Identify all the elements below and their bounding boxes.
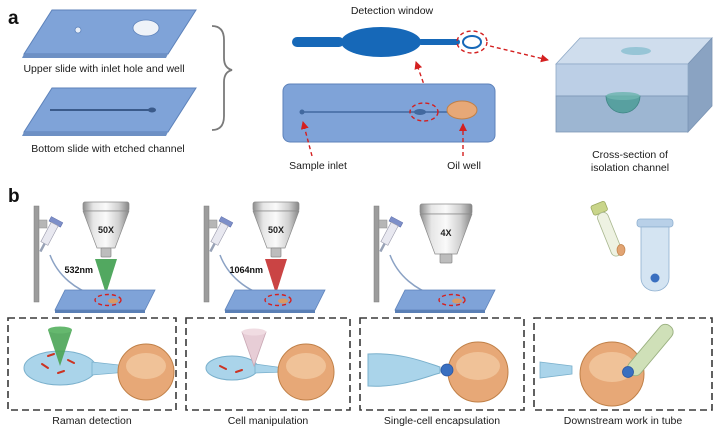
panel-a: a Upper slide with inlet hole and well B…: [8, 5, 713, 174]
zoom-box-border: [359, 317, 525, 411]
well-spot: [452, 298, 462, 304]
laser-beam-red: [265, 259, 287, 294]
upper-slide: [22, 9, 197, 58]
upper-slide-edge: [22, 54, 168, 58]
oil-well-rim: [456, 352, 500, 380]
zoom-box-encapsulation: [359, 317, 525, 411]
channel-taper: [367, 353, 441, 387]
arrow-to-cross-section: [489, 45, 549, 63]
block-lower-slab: [555, 95, 689, 133]
oil-well-on-chip: [446, 100, 478, 120]
detection-window-zoom: Detection window: [292, 5, 549, 97]
collected-droplet: [622, 366, 634, 378]
zoom-box-border: [7, 317, 177, 411]
panel-a-label: a: [8, 8, 19, 29]
oil-well-rim: [286, 353, 326, 379]
panel-b-label: b: [8, 186, 20, 207]
isolation-channel-rim: [606, 92, 640, 100]
objective-label: 50X: [98, 225, 114, 235]
objective-label: 4X: [440, 228, 451, 238]
channel-end-ring: [462, 35, 482, 49]
laser-wavelength-label: 1064nm: [229, 265, 263, 275]
microtube-icon: [590, 201, 623, 257]
chip-zoom-ellipse: [94, 293, 122, 307]
sample-inlet-arrow: [300, 121, 313, 157]
assembled-chip: [282, 83, 496, 157]
oil-well-rim: [126, 353, 166, 379]
caption-manipulation: Cell manipulation: [228, 415, 309, 427]
encapsulated-droplet: [440, 363, 454, 377]
chip-zoom-circle: [409, 102, 439, 122]
cross-section-caption-2: isolation channel: [591, 162, 669, 174]
bottom-slide-caption: Bottom slide with etched channel: [31, 143, 185, 155]
cross-section-block: [555, 36, 713, 134]
channel-bulge: [205, 355, 259, 381]
upper-slide-body: [23, 9, 197, 55]
chip-zoom-ellipse: [264, 293, 292, 307]
droplet-orange: [616, 244, 626, 256]
channel-stub: [539, 361, 573, 379]
cell-icon: [67, 359, 75, 364]
well-hole-icon: [132, 19, 160, 37]
bottom-slide: [22, 87, 197, 136]
inlet-hole-icon: [74, 26, 82, 34]
laser-wavelength-label: 532nm: [64, 265, 93, 275]
zoom-box-manipulation: [185, 317, 351, 411]
bottom-slide-edge: [22, 132, 168, 136]
channel-groove-top: [621, 47, 651, 55]
raman-laser-cone-top: [48, 326, 72, 334]
cell-icon: [47, 353, 55, 357]
round-tube-icon: [636, 218, 674, 292]
sample-inlet-dot: [299, 109, 305, 115]
upper-slide-caption: Upper slide with inlet hole and well: [23, 63, 184, 75]
arrow-zoom-up: [414, 61, 429, 97]
station-tubes: [590, 201, 674, 292]
isolation-channel-cut: [605, 95, 641, 114]
caption-raman: Raman detection: [52, 415, 132, 427]
zoom-box-raman: [7, 317, 177, 411]
block-upper-slab: [555, 63, 689, 97]
sample-inlet-label: Sample inlet: [289, 160, 347, 172]
caption-downstream: Downstream work in tube: [564, 415, 683, 427]
well-spot: [108, 298, 118, 304]
channel-bar-left: [292, 37, 344, 47]
chip-icon: [54, 289, 156, 314]
detection-window-label: Detection window: [351, 5, 434, 17]
chip-icon: [394, 289, 496, 314]
cell-icon: [41, 363, 49, 369]
channel-bar-right: [418, 39, 460, 45]
assembly-brace: [211, 25, 233, 131]
detection-window-bulge: [341, 27, 421, 57]
station-manipulation: 50X 1064nm: [203, 201, 326, 314]
cross-section-caption-1: Cross-section of: [592, 149, 668, 161]
panel-b: b 50X 532nm 50X 1064nm 4X: [7, 186, 713, 427]
cell-icon: [57, 370, 65, 374]
zoom-box-border: [185, 317, 351, 411]
optical-tweezer-cone-top: [242, 328, 266, 336]
cell-icon: [219, 365, 227, 370]
station-raman: 50X 532nm: [33, 201, 156, 314]
zoom-circle: [456, 30, 488, 54]
caption-encapsulation: Single-cell encapsulation: [384, 415, 500, 427]
detection-window-on-chip: [414, 109, 426, 115]
raman-laser-cone: [48, 330, 72, 366]
droplet-blue: [650, 273, 660, 283]
etched-channel-end: [148, 107, 156, 113]
chip-zoom-ellipse: [438, 293, 466, 307]
oil-well-label: Oil well: [447, 160, 481, 172]
station-encapsulation: 4X: [373, 203, 496, 314]
well-spot: [278, 298, 288, 304]
cell-icon: [235, 369, 243, 373]
assembled-chip-body: [282, 83, 496, 143]
chip-icon: [224, 289, 326, 314]
zoom-box-border: [533, 317, 713, 411]
zoom-box-downstream: [533, 317, 713, 411]
laser-beam-green: [95, 259, 117, 294]
objective-label: 50X: [268, 225, 284, 235]
